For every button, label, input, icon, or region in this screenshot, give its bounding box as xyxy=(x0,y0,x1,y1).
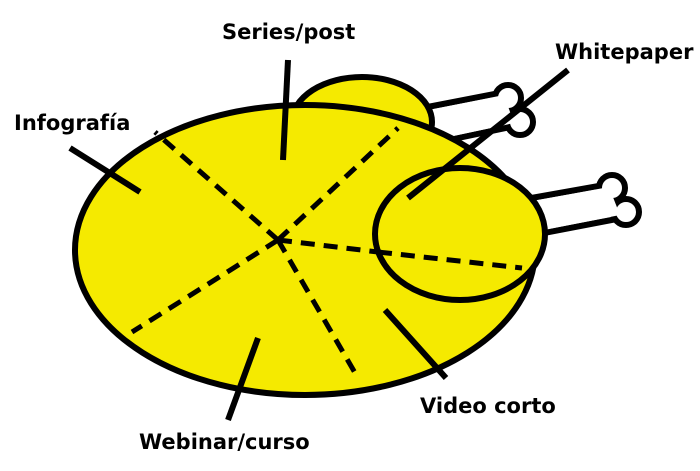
leader-video-corto xyxy=(382,307,449,381)
leader-series-post xyxy=(280,59,291,161)
body-division-lines xyxy=(130,126,400,380)
label-webinar-curso: Webinar/curso xyxy=(139,430,310,454)
lower-drumstick-meat xyxy=(372,165,548,303)
label-infografia: Infografía xyxy=(14,111,131,135)
drumstick-division-line xyxy=(377,249,523,271)
leader-infografia xyxy=(68,145,142,195)
label-video-corto: Video corto xyxy=(420,394,556,418)
label-whitepaper: Whitepaper xyxy=(555,40,694,64)
leader-lines xyxy=(68,59,570,422)
leader-webinar-curso xyxy=(225,336,261,422)
label-series-post: Series/post xyxy=(222,20,356,44)
leader-whitepaper xyxy=(406,67,570,201)
